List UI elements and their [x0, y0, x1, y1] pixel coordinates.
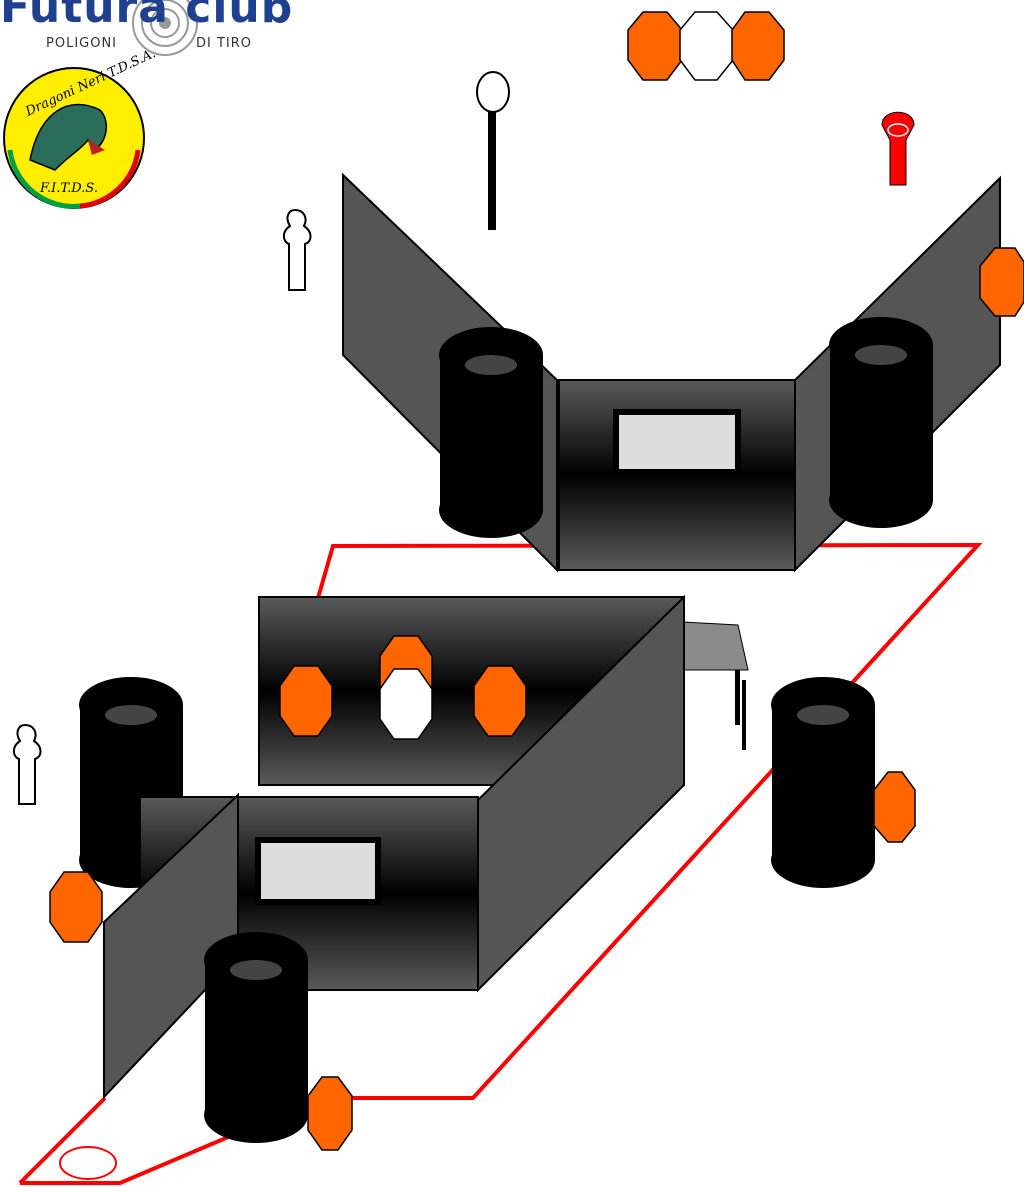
- table: [682, 621, 749, 750]
- fault-line-left: [18, 1096, 107, 1185]
- barrel: [829, 317, 933, 528]
- start-position: [59, 1146, 117, 1180]
- dragoni-neri-badge: Dragoni Neri T.D.S.A. F.I.T.D.S.: [3, 46, 158, 209]
- barrel: [204, 932, 308, 1143]
- steel-plate-icon: [49, 871, 103, 943]
- target-rings-icon: [132, 0, 198, 56]
- top-window: [613, 409, 741, 475]
- steel-plate-icon: [627, 11, 785, 81]
- silhouette-target-icon: [282, 208, 312, 291]
- popper-target-icon: [476, 71, 510, 230]
- futura-club-logo: Futura club POLIGONI DI TIRO: [0, 0, 310, 60]
- dragon-head-icon: [29, 103, 107, 171]
- logo-subtitle-left: POLIGONI: [46, 36, 118, 51]
- lower-window: [255, 837, 381, 905]
- barrel: [439, 327, 543, 538]
- barrel: [771, 677, 875, 888]
- steel-plate-icon: [307, 1076, 353, 1151]
- red-popper-icon: [881, 111, 915, 186]
- steel-plate-icon: [979, 247, 1024, 317]
- silhouette-target-icon: [12, 723, 42, 805]
- fault-line: [20, 542, 983, 1185]
- club-name: Futura club: [0, 0, 294, 33]
- badge-bottom-text: F.I.T.D.S.: [39, 181, 98, 196]
- steel-plate-icon: [279, 635, 527, 740]
- steel-plate-icon: [873, 771, 916, 843]
- logo-subtitle-right: DI TIRO: [196, 36, 253, 51]
